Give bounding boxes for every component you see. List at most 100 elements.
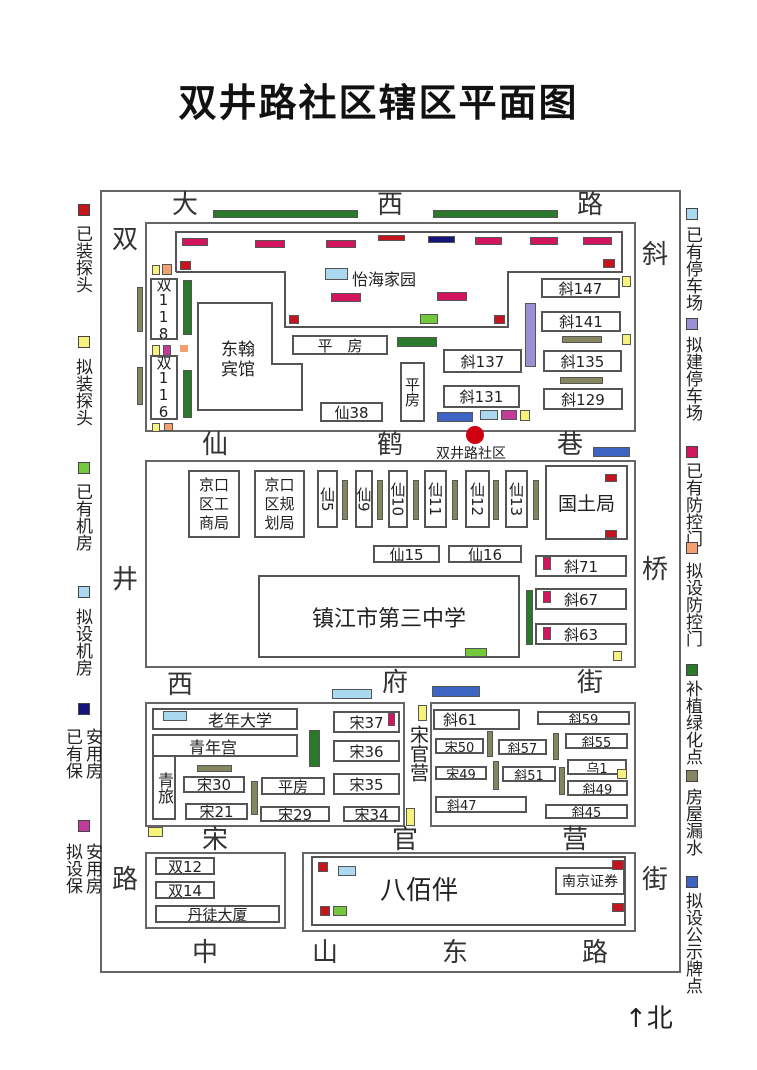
building-xie135[interactable]: 斜135 xyxy=(543,350,622,372)
building-song34[interactable]: 宋34 xyxy=(343,806,400,822)
building-gongshang[interactable]: 京口区工商局 xyxy=(188,470,240,538)
leak-marker xyxy=(553,733,559,760)
building-song35[interactable]: 宋35 xyxy=(333,773,400,795)
leak-marker xyxy=(377,480,383,520)
notice-board-marker xyxy=(432,686,480,697)
building-song29[interactable]: 宋29 xyxy=(260,806,330,822)
legend-label: 拟设保安用房 xyxy=(62,843,102,894)
planned-gate-marker xyxy=(164,423,173,431)
building-xie45[interactable]: 斜45 xyxy=(545,804,628,819)
legend-label: 已有停车场 xyxy=(682,226,702,311)
building-nanjing[interactable]: 南京证券 xyxy=(555,867,625,895)
leak-marker xyxy=(137,287,143,332)
building-xie147[interactable]: 斜147 xyxy=(541,278,620,298)
road-label: 营 xyxy=(561,825,588,855)
planned-security-room-marker xyxy=(163,345,171,356)
planned-camera-marker xyxy=(617,769,627,779)
building-song50[interactable]: 宋50 xyxy=(435,738,484,754)
building-wu1[interactable]: 乌1 xyxy=(567,759,627,775)
building-xie129[interactable]: 斜129 xyxy=(543,388,623,410)
building-pingfang[interactable]: 平房 xyxy=(400,362,425,422)
building-xie141[interactable]: 斜141 xyxy=(541,311,621,332)
control-gate-marker xyxy=(182,238,208,246)
block-north xyxy=(145,222,636,432)
road-label: 仙 xyxy=(201,430,228,460)
community-center-marker[interactable] xyxy=(466,426,484,444)
building-song36[interactable]: 宋36 xyxy=(333,740,400,762)
legend-swatch-greening xyxy=(686,664,698,676)
planned-camera-marker xyxy=(520,410,530,421)
building-xian16[interactable]: 仙16 xyxy=(448,545,522,563)
legend-swatch-leak xyxy=(686,770,698,782)
machine-room-marker xyxy=(333,906,347,916)
building-school[interactable]: 镇江市第三中学 xyxy=(258,575,520,658)
control-gate-marker xyxy=(583,237,612,245)
road-label: 桥 xyxy=(641,555,668,585)
legend-swatch-planned-security-room xyxy=(78,820,90,832)
legend-swatch-planned-parking xyxy=(686,318,698,330)
building-xie67[interactable]: 斜67 xyxy=(535,588,627,610)
building-xie47[interactable]: 斜47 xyxy=(435,796,527,813)
control-gate-marker xyxy=(437,292,467,301)
building-xie63[interactable]: 斜63 xyxy=(535,623,627,645)
building-xian5[interactable]: 仙5 xyxy=(317,470,338,528)
building-babaiban[interactable]: 八佰伴 xyxy=(380,876,459,906)
building-xie131[interactable]: 斜131 xyxy=(443,385,520,408)
building-xie55[interactable]: 斜55 xyxy=(565,733,628,749)
building-pingfang3[interactable]: 平房 xyxy=(261,777,325,795)
greening-marker xyxy=(433,210,558,218)
building-xie137[interactable]: 斜137 xyxy=(443,349,522,373)
building-shuang116[interactable]: 双116 xyxy=(150,355,178,420)
camera-marker xyxy=(320,906,330,916)
leak-marker xyxy=(560,377,603,384)
building-guihua[interactable]: 京口区规划局 xyxy=(254,470,305,538)
camera-marker xyxy=(494,315,505,324)
building-xian10[interactable]: 仙10 xyxy=(388,470,408,528)
road-label: 井 xyxy=(111,565,138,595)
north-arrow: ↑北 xyxy=(625,1004,673,1034)
building-shuang14[interactable]: 双14 xyxy=(155,881,215,899)
building-xian38[interactable]: 仙38 xyxy=(320,402,383,422)
building-xie71[interactable]: 斜71 xyxy=(535,555,627,577)
building-xian9[interactable]: 仙9 xyxy=(355,470,373,528)
leak-marker xyxy=(452,480,458,520)
planned-camera-marker xyxy=(152,265,160,275)
planned-gate-marker xyxy=(162,264,172,275)
building-xie59[interactable]: 斜59 xyxy=(537,711,630,725)
building-xie51[interactable]: 斜51 xyxy=(502,766,556,782)
building-xian11[interactable]: 仙11 xyxy=(424,470,447,528)
building-song49[interactable]: 宋49 xyxy=(435,766,487,780)
building-qinglv[interactable]: 青旅 xyxy=(152,755,176,820)
machine-room-marker xyxy=(465,648,487,657)
greening-marker xyxy=(309,730,320,767)
legend-label: 拟建停车场 xyxy=(682,336,702,421)
building-donghan[interactable]: 东翰宾馆 xyxy=(221,340,255,380)
building-pingfang[interactable]: 平 房 xyxy=(292,335,388,355)
legend-swatch-parking xyxy=(686,208,698,220)
leak-marker xyxy=(487,731,493,757)
planned-security-room-marker xyxy=(501,410,517,420)
control-gate-marker xyxy=(543,627,551,640)
building-laonian[interactable]: 老年大学 xyxy=(152,708,298,730)
building-dantu[interactable]: 丹徒大厦 xyxy=(155,905,280,923)
building-song30[interactable]: 宋30 xyxy=(183,776,245,793)
building-shuang12[interactable]: 双12 xyxy=(155,857,215,875)
building-xian13[interactable]: 仙13 xyxy=(505,470,528,528)
leak-marker xyxy=(251,781,258,815)
block-southwest xyxy=(145,702,405,827)
building-xie57[interactable]: 斜57 xyxy=(498,739,547,755)
building-xie61[interactable]: 斜61 xyxy=(433,709,520,730)
building-song37[interactable]: 宋37 xyxy=(333,711,400,733)
building-xian12[interactable]: 仙12 xyxy=(465,470,490,528)
building-xie49[interactable]: 斜49 xyxy=(567,780,628,796)
building-song21[interactable]: 宋21 xyxy=(185,803,248,820)
greening-marker xyxy=(213,210,358,218)
leak-marker xyxy=(197,765,232,772)
camera-marker xyxy=(605,530,617,538)
leak-marker xyxy=(533,480,539,520)
building-qingniangong[interactable]: 青年宫 xyxy=(152,734,298,757)
building-songguanying[interactable]: 宋官营 xyxy=(407,725,429,782)
building-shuang118[interactable]: 双118 xyxy=(150,278,178,340)
legend-label: 已有防控门 xyxy=(682,462,702,547)
building-xian15[interactable]: 仙15 xyxy=(373,545,440,563)
